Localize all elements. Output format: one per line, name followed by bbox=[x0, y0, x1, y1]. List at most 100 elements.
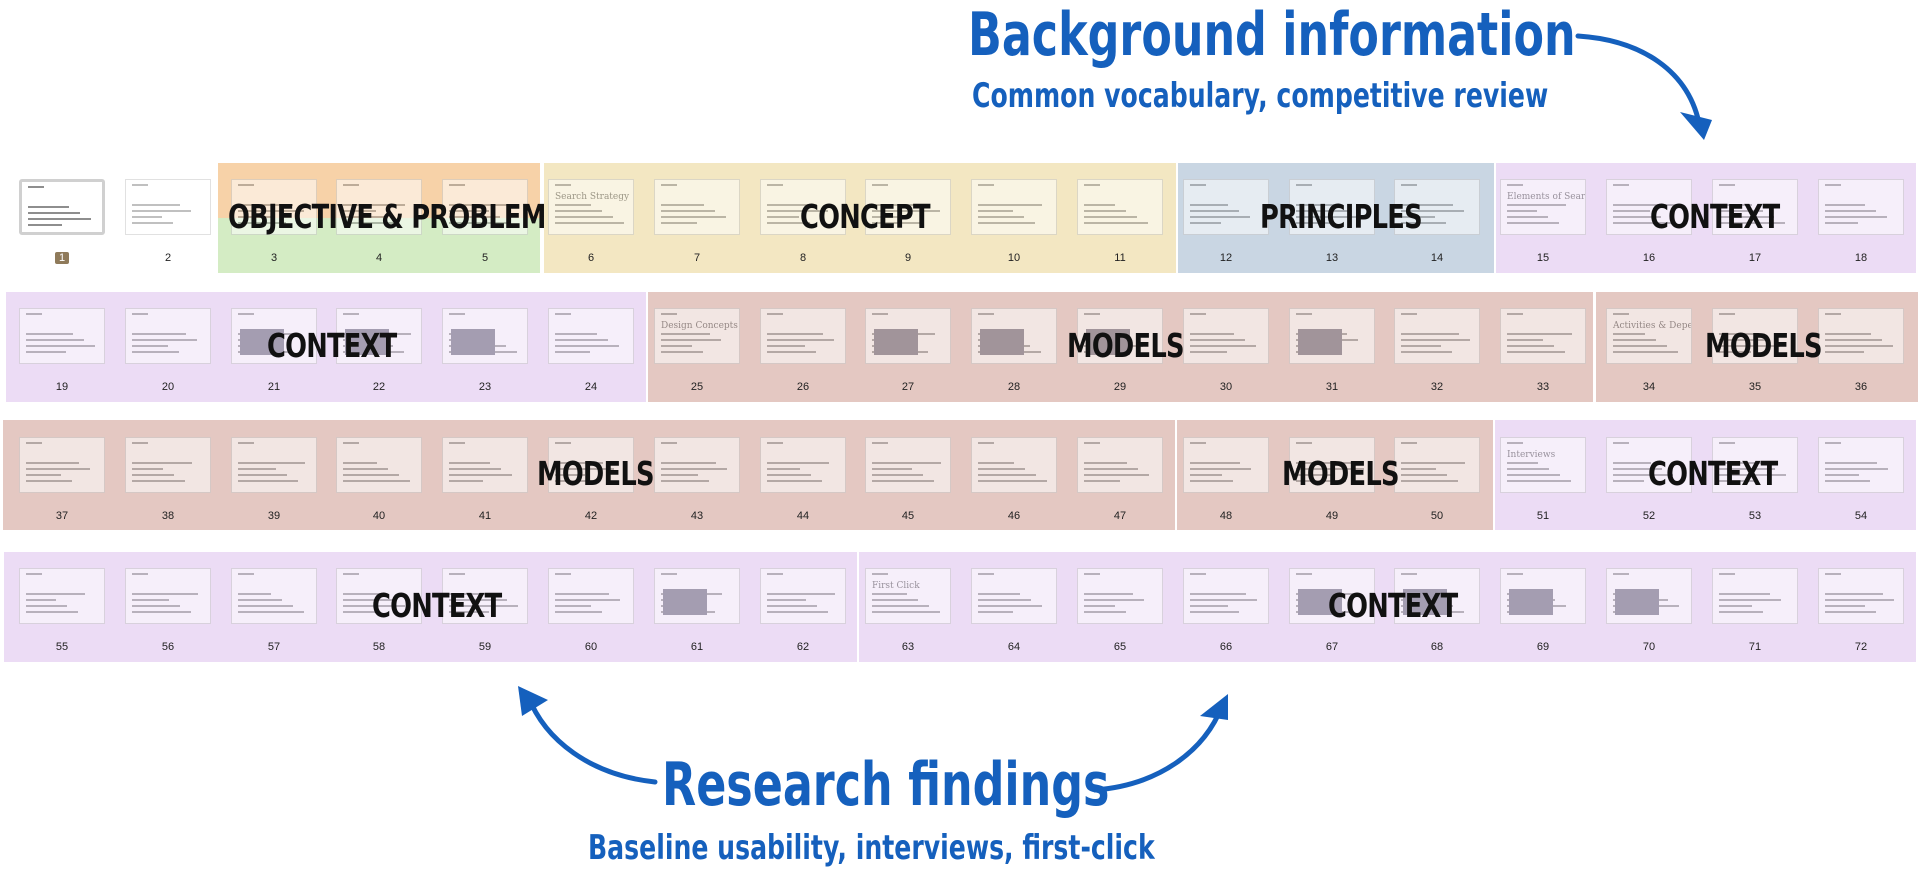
slide-text-line bbox=[238, 480, 298, 482]
slide-thumbnail-37[interactable] bbox=[19, 437, 105, 493]
slide-text-line bbox=[1296, 468, 1364, 470]
slide-thumbnail-51[interactable]: Interviews bbox=[1500, 437, 1586, 493]
slide-thumbnail-26[interactable] bbox=[760, 308, 846, 364]
slide-thumbnail-19[interactable] bbox=[19, 308, 105, 364]
arrow-to-context-icon bbox=[1575, 33, 1703, 131]
slide-thumbnail-47[interactable] bbox=[1077, 437, 1163, 493]
slide-number-7: 7 bbox=[654, 252, 740, 264]
slide-thumbnail-20[interactable] bbox=[125, 308, 211, 364]
slide-thumbnail-18[interactable] bbox=[1818, 179, 1904, 235]
slide-thumbnail-9[interactable] bbox=[865, 179, 951, 235]
slide-thumbnail-12[interactable] bbox=[1183, 179, 1269, 235]
slide-thumbnail-16[interactable] bbox=[1606, 179, 1692, 235]
slide-thumbnail-68[interactable] bbox=[1394, 568, 1480, 624]
slide-thumbnail-54[interactable] bbox=[1818, 437, 1904, 493]
slide-thumbnail-24[interactable] bbox=[548, 308, 634, 364]
slide-thumbnail-7[interactable] bbox=[654, 179, 740, 235]
slide-thumbnail-53[interactable] bbox=[1712, 437, 1798, 493]
slide-text-line bbox=[978, 611, 1013, 613]
slide-text-line bbox=[449, 204, 518, 206]
slide-thumbnail-71[interactable] bbox=[1712, 568, 1798, 624]
slide-thumbnail-4[interactable] bbox=[336, 179, 422, 235]
slide-thumbnail-6[interactable]: Search Strategy bbox=[548, 179, 634, 235]
slide-thumbnail-70[interactable] bbox=[1606, 568, 1692, 624]
slide-thumbnail-34[interactable]: Activities & Dependencies bbox=[1606, 308, 1692, 364]
slide-thumbnail-22[interactable] bbox=[336, 308, 422, 364]
slide-thumbnail-29[interactable] bbox=[1077, 308, 1163, 364]
slide-text-line bbox=[1719, 468, 1775, 470]
slide-thumbnail-52[interactable] bbox=[1606, 437, 1692, 493]
slide-thumbnail-60[interactable] bbox=[548, 568, 634, 624]
slide-thumbnail-36[interactable] bbox=[1818, 308, 1904, 364]
slide-text-line bbox=[1401, 222, 1446, 224]
slide-number-58: 58 bbox=[336, 641, 422, 653]
slide-thumbnail-41[interactable] bbox=[442, 437, 528, 493]
slide-text-line bbox=[661, 216, 726, 218]
slide-thumbnail-62[interactable] bbox=[760, 568, 846, 624]
slide-thumbnail-1[interactable] bbox=[19, 179, 105, 235]
slide-thumbnail-46[interactable] bbox=[971, 437, 1057, 493]
slide-number-text: 15 bbox=[1536, 252, 1550, 264]
slide-thumbnail-50[interactable] bbox=[1394, 437, 1480, 493]
slide-thumbnail-59[interactable] bbox=[442, 568, 528, 624]
slide-thumbnail-48[interactable] bbox=[1183, 437, 1269, 493]
slide-text-line bbox=[1825, 313, 1841, 315]
slide-thumbnail-49[interactable] bbox=[1289, 437, 1375, 493]
slide-thumbnail-40[interactable] bbox=[336, 437, 422, 493]
slide-thumbnail-42[interactable] bbox=[548, 437, 634, 493]
slide-thumbnail-33[interactable] bbox=[1500, 308, 1586, 364]
slide-image bbox=[1509, 589, 1553, 615]
slide-thumbnail-23[interactable] bbox=[442, 308, 528, 364]
slide-thumbnail-57[interactable] bbox=[231, 568, 317, 624]
slide-thumbnail-25[interactable]: Design Concepts bbox=[654, 308, 740, 364]
band-label-objective-problem: OBJECTIVE & PROBLEM bbox=[228, 197, 546, 236]
slide-text-line bbox=[343, 313, 359, 315]
slide-thumbnail-69[interactable] bbox=[1500, 568, 1586, 624]
slide-thumbnail-67[interactable] bbox=[1289, 568, 1375, 624]
slide-thumbnail-44[interactable] bbox=[760, 437, 846, 493]
slide-number-text: 58 bbox=[372, 641, 386, 653]
slide-thumbnail-10[interactable] bbox=[971, 179, 1057, 235]
slide-thumbnail-28[interactable] bbox=[971, 308, 1057, 364]
slide-thumbnail-61[interactable] bbox=[654, 568, 740, 624]
slide-thumbnail-31[interactable] bbox=[1289, 308, 1375, 364]
slide-thumbnail-5[interactable] bbox=[442, 179, 528, 235]
slide-thumbnail-64[interactable] bbox=[971, 568, 1057, 624]
slide-thumbnail-45[interactable] bbox=[865, 437, 951, 493]
slide-thumbnail-14[interactable] bbox=[1394, 179, 1480, 235]
slide-thumbnail-27[interactable] bbox=[865, 308, 951, 364]
slide-text-line bbox=[28, 206, 69, 208]
slide-thumbnail-55[interactable] bbox=[19, 568, 105, 624]
slide-number-text: 52 bbox=[1642, 510, 1656, 522]
slide-thumbnail-2[interactable] bbox=[125, 179, 211, 235]
slide-thumbnail-8[interactable] bbox=[760, 179, 846, 235]
slide-thumbnail-72[interactable] bbox=[1818, 568, 1904, 624]
slide-thumbnail-15[interactable]: Elements of Search bbox=[1500, 179, 1586, 235]
slide-thumbnail-43[interactable] bbox=[654, 437, 740, 493]
slide-thumbnail-30[interactable] bbox=[1183, 308, 1269, 364]
slide-thumbnail-32[interactable] bbox=[1394, 308, 1480, 364]
slide-thumbnail-56[interactable] bbox=[125, 568, 211, 624]
slide-text-line bbox=[1719, 442, 1735, 444]
slide-thumbnail-13[interactable] bbox=[1289, 179, 1375, 235]
slide-text-line bbox=[555, 605, 591, 607]
slide-text-line bbox=[661, 442, 677, 444]
slide-thumbnail-63[interactable]: First Click bbox=[865, 568, 951, 624]
slide-thumbnail-17[interactable] bbox=[1712, 179, 1798, 235]
slide-thumbnail-21[interactable] bbox=[231, 308, 317, 364]
slide-thumbnail-39[interactable] bbox=[231, 437, 317, 493]
research-findings-title: Research findings bbox=[662, 750, 1110, 820]
slide-text-line bbox=[26, 605, 67, 607]
slide-thumbnail-38[interactable] bbox=[125, 437, 211, 493]
slide-thumbnail-11[interactable] bbox=[1077, 179, 1163, 235]
slide-thumbnail-35[interactable] bbox=[1712, 308, 1798, 364]
slide-thumbnail-66[interactable] bbox=[1183, 568, 1269, 624]
slide-thumbnail-65[interactable] bbox=[1077, 568, 1163, 624]
slide-text-line bbox=[1190, 204, 1228, 206]
slide-text-line bbox=[1507, 210, 1537, 212]
slide-thumbnail-3[interactable] bbox=[231, 179, 317, 235]
slide-text-line bbox=[343, 462, 377, 464]
slide-text-line bbox=[767, 313, 783, 315]
slide-thumbnail-58[interactable] bbox=[336, 568, 422, 624]
slide-number-text: 66 bbox=[1219, 641, 1233, 653]
